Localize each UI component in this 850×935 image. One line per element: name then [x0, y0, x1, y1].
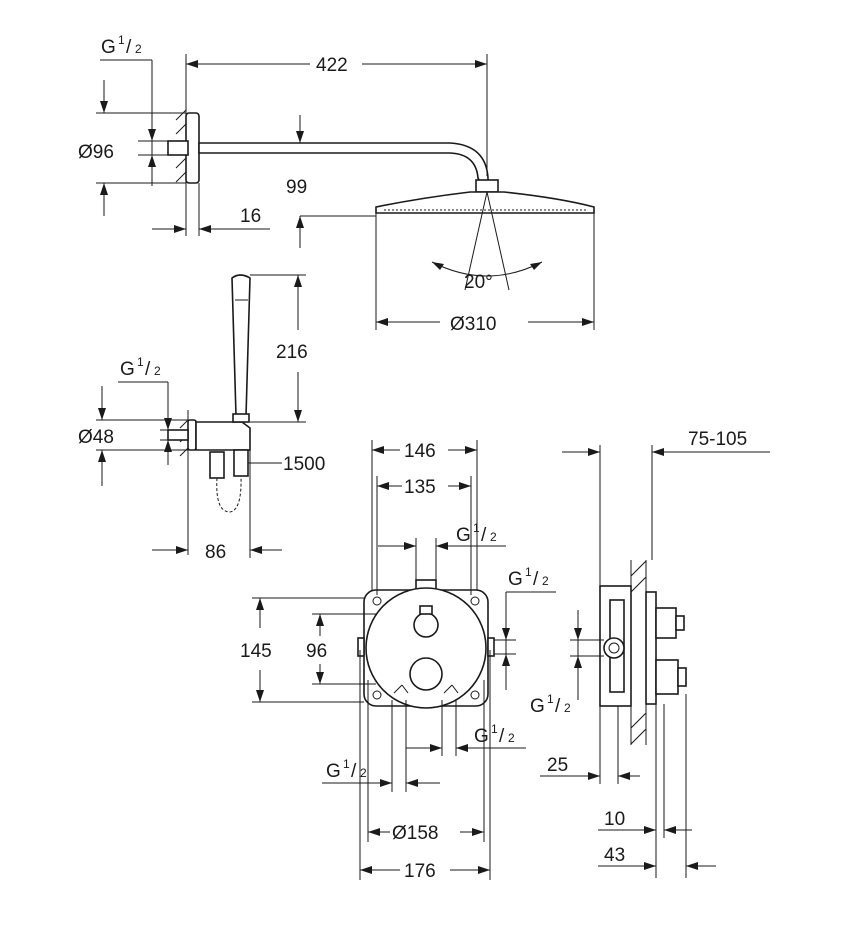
- svg-text:/: /: [126, 37, 132, 58]
- svg-text:G: G: [474, 726, 489, 747]
- thread-label-bottom-right: G 1 / 2: [474, 722, 515, 747]
- temperature-knob-side: [655, 659, 679, 695]
- svg-text:/: /: [533, 569, 539, 590]
- svg-text:1: 1: [343, 757, 350, 771]
- diverter-knob-cap: [419, 605, 433, 615]
- dim-1500: 1500: [283, 454, 325, 475]
- handshower-holder: [195, 421, 251, 451]
- svg-text:G: G: [120, 359, 135, 380]
- hose-connector-left: [209, 451, 225, 479]
- cover-plate: [365, 587, 487, 709]
- swivel-joint: [475, 179, 499, 193]
- thread-label-top: G 1 / 2: [101, 33, 142, 58]
- thread-label-bottom-left: G 1 / 2: [326, 757, 367, 782]
- dim-d48: Ø48: [78, 427, 114, 448]
- diverter-knob-side: [655, 607, 677, 639]
- dim-16: 16: [240, 206, 261, 227]
- hose: [216, 475, 242, 513]
- dim-d310: Ø310: [450, 314, 496, 335]
- svg-text:1: 1: [473, 521, 480, 535]
- dim-422: 422: [316, 55, 348, 76]
- diverter-knob-tip: [675, 615, 685, 631]
- dim-145: 145: [240, 641, 272, 662]
- inlet-stub: [167, 140, 189, 156]
- temperature-knob: [409, 657, 443, 691]
- svg-text:/: /: [481, 525, 487, 546]
- svg-text:/: /: [145, 359, 151, 380]
- dim-96: 96: [306, 641, 327, 662]
- dim-25: 25: [547, 755, 568, 776]
- svg-text:G: G: [456, 525, 471, 546]
- dim-d96: Ø96: [78, 142, 114, 163]
- thermostat-front-view: 146 135 G 1 / 2 G 1 / 2: [240, 440, 556, 882]
- dim-10: 10: [604, 809, 625, 830]
- svg-text:G: G: [326, 761, 341, 782]
- dim-146: 146: [404, 441, 436, 462]
- hand-shower: [231, 274, 251, 417]
- svg-text:1: 1: [491, 722, 498, 736]
- diverter-knob: [413, 612, 439, 638]
- svg-text:2: 2: [564, 701, 571, 715]
- svg-text:G: G: [530, 696, 545, 717]
- side-inlet: [603, 637, 625, 659]
- svg-text:2: 2: [154, 364, 161, 378]
- svg-text:2: 2: [135, 42, 142, 56]
- svg-text:1: 1: [525, 565, 532, 579]
- spray-angle-label: 20°: [464, 272, 493, 293]
- svg-text:2: 2: [508, 731, 515, 745]
- svg-text:/: /: [351, 761, 357, 782]
- outlet-stub: [167, 429, 189, 441]
- svg-text:/: /: [555, 696, 561, 717]
- svg-text:2: 2: [360, 766, 367, 780]
- dim-d158: Ø158: [392, 823, 438, 844]
- svg-text:2: 2: [490, 530, 497, 544]
- dim-99: 99: [286, 177, 307, 198]
- svg-text:G: G: [101, 37, 116, 58]
- cover-plate-side: [645, 591, 657, 705]
- svg-text:1: 1: [137, 355, 144, 369]
- svg-text:1: 1: [118, 33, 125, 47]
- hand-shower-view: 216 1500 G 1 / 2 Ø48 86: [78, 274, 325, 563]
- dim-176: 176: [404, 861, 436, 882]
- dim-75-105: 75-105: [688, 429, 747, 450]
- svg-text:2: 2: [542, 574, 549, 588]
- svg-text:1: 1: [547, 692, 554, 706]
- thread-label-side: G 1 / 2: [530, 692, 571, 717]
- head-shower-view: 20° 422 G 1 / 2 Ø96: [78, 33, 595, 335]
- thread-label-right: G 1 / 2: [508, 565, 549, 590]
- dim-216: 216: [276, 342, 308, 363]
- shower-arm: [198, 142, 489, 183]
- box-left-tab: [357, 637, 365, 657]
- hand-shower-base: [232, 413, 250, 423]
- hose-connector-right: [233, 449, 249, 477]
- svg-text:/: /: [499, 726, 505, 747]
- temperature-knob-tip: [677, 667, 687, 687]
- thread-label-top-inlet: G 1 / 2: [456, 521, 497, 546]
- dim-86: 86: [205, 542, 226, 563]
- thermostat-side-view: 75-105 G 1 / 2 25 10: [530, 429, 770, 878]
- box-right-tab: [487, 637, 495, 657]
- svg-text:G: G: [508, 569, 523, 590]
- dim-135: 135: [404, 477, 436, 498]
- dim-43: 43: [604, 845, 625, 866]
- wall-outlet: [187, 419, 197, 451]
- thread-label-handshower: G 1 / 2: [120, 355, 161, 380]
